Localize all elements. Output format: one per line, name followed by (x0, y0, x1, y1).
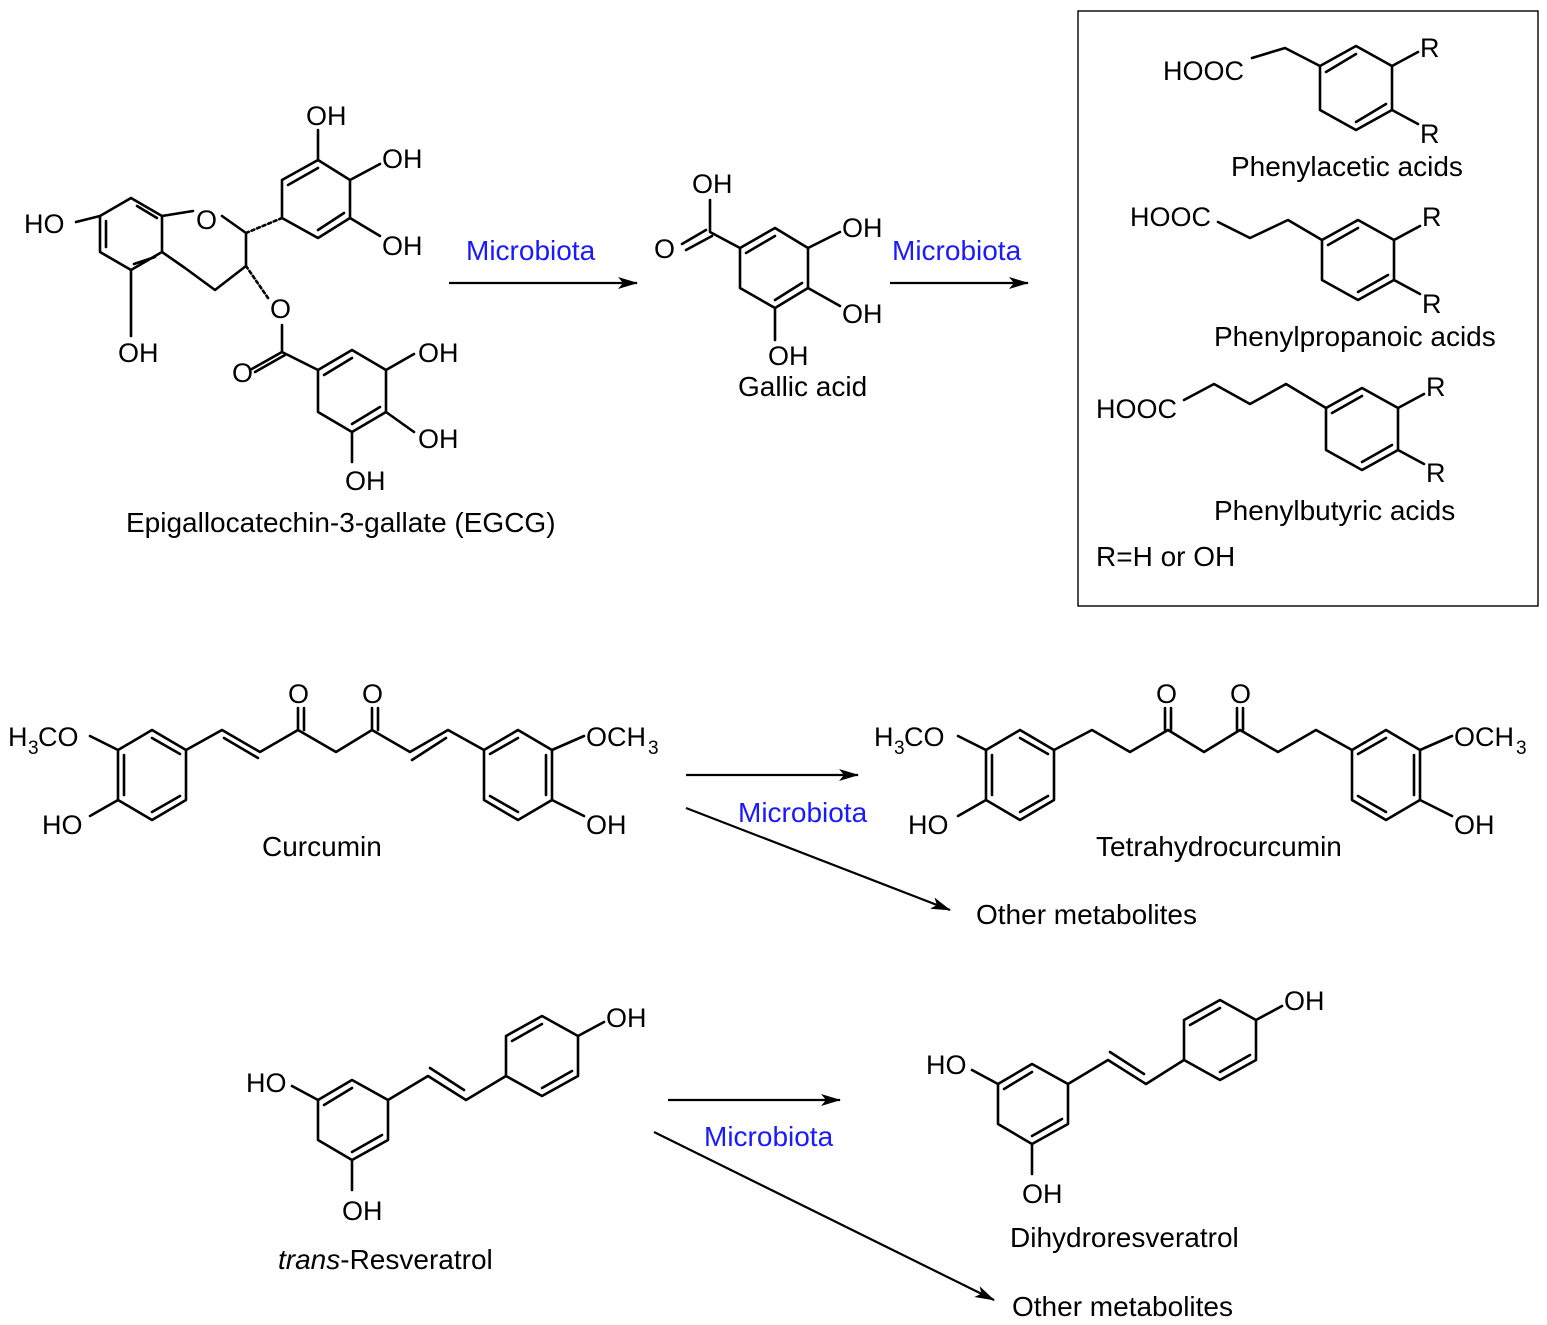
curcumin-right-ring (482, 728, 554, 822)
products-box (1077, 10, 1539, 607)
thc-och3-och: OCH (1454, 722, 1514, 752)
gallic-oh-acid: OH (692, 169, 733, 199)
curcumin-structure: H 3 CO HO O O OCH 3 OH Curcumin (8, 679, 659, 862)
r-group-note: R=H or OH (1096, 541, 1235, 572)
egcg-o-ring: O (196, 205, 217, 235)
resveratrol-oh-bottom: OH (342, 1196, 383, 1226)
egcg-oh-right-top: OH (382, 144, 423, 174)
gallic-acid-structure: OH O OH OH OH Gallic acid (654, 169, 883, 402)
egcg-galloyl-oh2: OH (418, 424, 459, 454)
phenylbutyric-acid-structure: HOOC R R Phenylbutyric acids (1096, 372, 1455, 526)
phenylpropanoic-label: Phenylpropanoic acids (1214, 321, 1496, 352)
curcumin-oh: OH (586, 810, 627, 840)
curcumin-h3co-h: H (8, 722, 28, 752)
dihydro-oh-bottom: OH (1022, 1179, 1063, 1209)
thc-h3co-h: H (874, 722, 894, 752)
other-metabolites-1: Other metabolites (976, 899, 1197, 930)
egcg-ho-left: HO (24, 209, 65, 239)
resveratrol-label-italic: trans (278, 1244, 340, 1275)
egcg-a-ring (98, 196, 164, 272)
resveratrol-ho: HO (246, 1068, 287, 1098)
curcumin-left-ring (116, 728, 188, 822)
microbiota-label-1: Microbiota (466, 235, 596, 266)
egcg-oh-right-bottom: OH (382, 231, 423, 261)
tetrahydrocurcumin-label: Tetrahydrocurcumin (1096, 831, 1342, 862)
curcumin-ho: HO (42, 810, 83, 840)
tetrahydrocurcumin-structure: H 3 CO HO O O OCH 3 OH Tetrahydrocurcumi… (874, 679, 1527, 862)
thc-oh: OH (1454, 810, 1495, 840)
phenylpropanoic-r2: R (1422, 289, 1442, 319)
thc-o1: O (1156, 679, 1177, 709)
gallic-ring (738, 226, 810, 310)
egcg-c-ring (160, 209, 248, 292)
gallic-oh1: OH (842, 213, 883, 243)
thc-och3-sub: 3 (1516, 738, 1527, 759)
thc-h3co-sub: 3 (894, 738, 905, 759)
dihydroresveratrol-structure: OH HO OH Dihydroresveratrol (926, 986, 1325, 1253)
microbiota-label-2: Microbiota (892, 235, 1022, 266)
curcumin-h3co-co: CO (38, 722, 79, 752)
other-metabolites-2: Other metabolites (1012, 1291, 1233, 1322)
egcg-label: Epigallocatechin-3-gallate (EGCG) (126, 507, 556, 538)
phenylpropanoic-r1: R (1422, 202, 1442, 232)
arrow-resveratrol-other (653, 1131, 995, 1301)
curcumin-h3co-sub: 3 (28, 738, 39, 759)
curcumin-och3-sub: 3 (648, 738, 659, 759)
gallic-oh3: OH (768, 341, 809, 371)
curcumin-o1: O (288, 679, 309, 709)
egcg-structure: HO OH O OH OH OH O O OH OH OH Epigalloca… (24, 101, 556, 538)
phenylpropanoic-acid-structure: HOOC R R Phenylpropanoic acids (1130, 202, 1496, 352)
egcg-o-ester: O (270, 294, 291, 324)
microbiota-label-4: Microbiota (704, 1121, 834, 1152)
phenylacetic-r2: R (1420, 119, 1440, 149)
dihydroresveratrol-label: Dihydroresveratrol (1010, 1222, 1239, 1253)
phenylacetic-acid-structure: HOOC R R Phenylacetic acids (1163, 33, 1463, 182)
gallic-oh2: OH (842, 299, 883, 329)
arrow-curcumin-other (685, 806, 951, 912)
egcg-oh-top: OH (306, 101, 347, 131)
phenylbutyric-label: Phenylbutyric acids (1214, 495, 1455, 526)
thc-o2: O (1230, 679, 1251, 709)
resveratrol-label-rest: -Resveratrol (340, 1244, 492, 1275)
thc-ho: HO (908, 810, 949, 840)
egcg-galloyl-oh1: OH (418, 338, 459, 368)
dihydro-ho: HO (926, 1050, 967, 1080)
curcumin-och3-och: OCH (586, 722, 646, 752)
egcg-o-carbonyl: O (232, 358, 253, 388)
gallic-acid-label: Gallic acid (738, 371, 867, 402)
phenylacetic-label: Phenylacetic acids (1231, 151, 1463, 182)
thc-h3co-co: CO (904, 722, 945, 752)
gallic-o-carbonyl: O (654, 234, 675, 264)
resveratrol-structure: OH HO OH trans-Resveratrol (246, 1003, 647, 1275)
egcg-galloyl-ring (316, 348, 388, 434)
phenylbutyric-r1: R (1426, 372, 1446, 402)
phenylbutyric-hooc: HOOC (1096, 394, 1177, 424)
curcumin-label: Curcumin (262, 831, 382, 862)
phenylacetic-hooc: HOOC (1163, 56, 1244, 86)
curcumin-o2: O (362, 679, 383, 709)
phenylpropanoic-hooc: HOOC (1130, 202, 1211, 232)
egcg-galloyl-oh3: OH (345, 466, 386, 496)
egcg-b-ring (280, 158, 352, 240)
microbiota-label-3: Microbiota (738, 797, 868, 828)
phenylacetic-r1: R (1420, 33, 1440, 63)
resveratrol-oh-top: OH (606, 1003, 647, 1033)
phenylbutyric-r2: R (1426, 458, 1446, 488)
resveratrol-label: trans-Resveratrol (278, 1244, 493, 1275)
dihydro-oh-top: OH (1284, 986, 1325, 1016)
egcg-oh-bottom: OH (118, 338, 159, 368)
